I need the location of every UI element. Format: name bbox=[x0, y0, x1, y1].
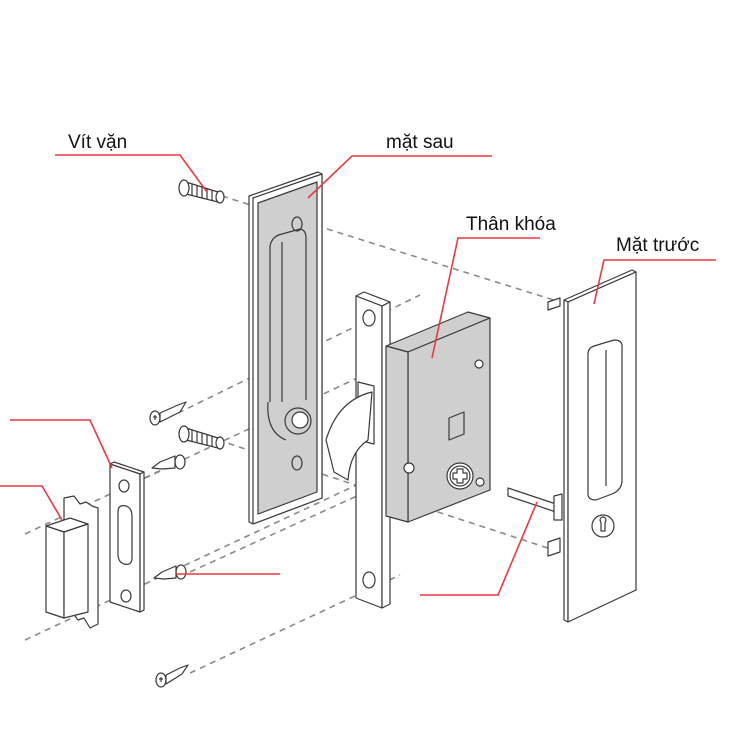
lock-body bbox=[385, 311, 491, 523]
label-lock-body: Thân khóa bbox=[466, 214, 556, 235]
latch-box bbox=[45, 495, 99, 629]
strike-plate bbox=[109, 461, 145, 613]
wood-screw-strike-top bbox=[151, 454, 186, 470]
leader-latch-box bbox=[0, 485, 63, 521]
leader-lines bbox=[0, 154, 716, 596]
front-plate bbox=[507, 269, 637, 623]
latch-faceplate bbox=[325, 291, 391, 609]
machine-screw-top bbox=[178, 179, 225, 204]
label-back-plate: mặt sau bbox=[386, 132, 454, 153]
leader-screw bbox=[55, 154, 208, 193]
leader-front-plate bbox=[593, 259, 716, 305]
back-plate bbox=[248, 171, 323, 525]
leader-back-plate bbox=[307, 155, 492, 199]
label-front-plate: Mặt trước bbox=[616, 235, 699, 256]
wood-screw-upper bbox=[149, 401, 187, 426]
wood-screw-bottom bbox=[155, 664, 189, 688]
axis-line-bottom bbox=[189, 574, 401, 674]
machine-screw-middle bbox=[178, 425, 225, 450]
leader-lock-body bbox=[431, 237, 540, 359]
wood-screw-strike-bottom bbox=[153, 564, 187, 580]
label-screw: Vít vặn bbox=[68, 132, 127, 153]
leader-strike-plate bbox=[10, 419, 113, 469]
leader-spindle-pin bbox=[420, 501, 538, 596]
